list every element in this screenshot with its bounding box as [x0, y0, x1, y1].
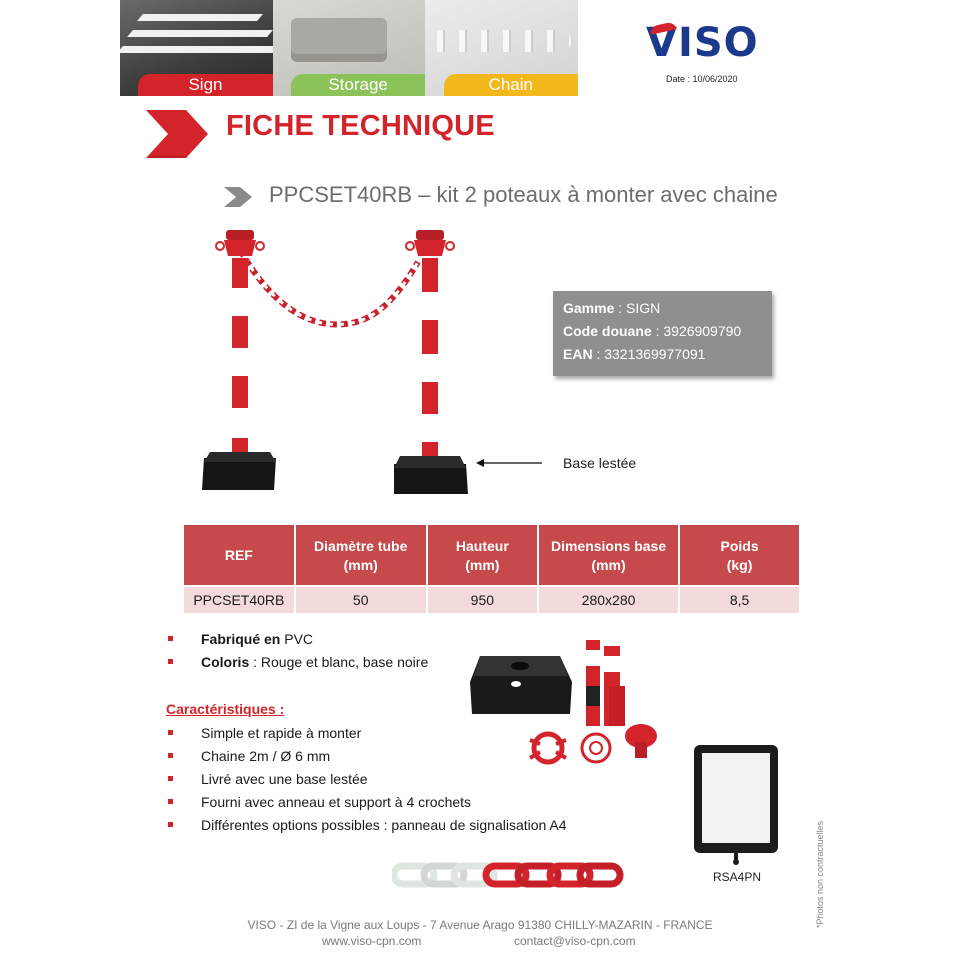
- header-ref: REF: [184, 525, 294, 585]
- features-list: Fabriqué en PVC Coloris : Rouge et blanc…: [166, 630, 428, 676]
- ean-row: EAN : 3321369977091: [563, 346, 706, 362]
- list-item: Livré avec une base lestée: [166, 770, 567, 793]
- arrow-left-icon: [476, 459, 542, 467]
- list-item: Chaine 2m / Ø 6 mm: [166, 747, 567, 770]
- specification-table: REF Diamètre tube(mm) Hauteur(mm) Dimens…: [182, 525, 801, 613]
- page-title: FICHE TECHNIQUE: [226, 110, 495, 142]
- list-item: Fourni avec anneau et support à 4 croche…: [166, 793, 567, 816]
- list-item: Différentes options possibles : panneau …: [166, 816, 567, 839]
- caracteristiques-list: Simple et rapide à monter Chaine 2m / Ø …: [166, 724, 567, 839]
- product-info-box: Gamme : SIGN Code douane : 3926909790 EA…: [553, 291, 772, 376]
- caracteristiques-heading: Caractéristiques :: [166, 701, 285, 717]
- rsa4pn-label: RSA4PN: [713, 870, 762, 884]
- footer-address: VISO - ZI de la Vigne aux Loups - 7 Aven…: [247, 918, 713, 932]
- chain-links-image: [392, 862, 624, 888]
- header-poids: Poids(kg): [680, 525, 799, 585]
- cell-diametre: 50: [295, 585, 426, 613]
- banner-label-storage: Storage: [290, 74, 426, 96]
- photo-disclaimer: *Photos non contractuelles: [815, 820, 825, 928]
- footer-email-link[interactable]: contact@viso-cpn.com: [514, 934, 636, 948]
- list-item: Coloris : Rouge et blanc, base noire: [166, 653, 428, 676]
- kit-parts-image: [470, 640, 657, 765]
- viso-logo: VISO: [646, 21, 776, 64]
- product-subtitle: PPCSET40RB – kit 2 poteaux à monter avec…: [269, 182, 778, 207]
- storage-case-image: [290, 18, 387, 62]
- base-lestee-label: Base lestée: [563, 455, 637, 471]
- banner-label-chain: Chain: [443, 74, 578, 96]
- table-row: PPCSET40RB 50 950 280x280 8,5: [184, 585, 799, 613]
- cell-hauteur: 950: [427, 585, 537, 613]
- grey-chevron-icon: [224, 187, 252, 207]
- road-stripe: [120, 46, 273, 53]
- chain-image: [431, 30, 572, 52]
- a4-sign-panel-image: [694, 745, 778, 865]
- customs-code-row: Code douane : 3926909790: [563, 323, 742, 339]
- banner-label-sign: Sign: [138, 74, 273, 96]
- cell-ref: PPCSET40RB: [184, 585, 294, 613]
- cell-dimensions: 280x280: [538, 585, 679, 613]
- header-hauteur: Hauteur(mm): [427, 525, 537, 585]
- header-diametre: Diamètre tube(mm): [295, 525, 426, 585]
- table-header-row: REF Diamètre tube(mm) Hauteur(mm) Dimens…: [184, 525, 799, 585]
- banner-panel-sign: Sign: [120, 0, 273, 96]
- road-stripe: [127, 30, 273, 37]
- footer-website-link[interactable]: www.viso-cpn.com: [322, 934, 422, 948]
- road-stripe: [137, 14, 263, 21]
- banner-panel-chain: Chain: [425, 0, 578, 96]
- product-image: [202, 230, 468, 494]
- banner-panel-storage: Storage: [272, 0, 426, 96]
- list-item: Fabriqué en PVC: [166, 630, 428, 653]
- cell-poids: 8,5: [680, 585, 799, 613]
- list-item: Simple et rapide à monter: [166, 724, 567, 747]
- document-date: Date : 10/06/2020: [666, 74, 738, 84]
- category-banner: Sign Storage Chain: [120, 0, 578, 96]
- left-post: [202, 230, 276, 490]
- red-chevron-icon: [146, 110, 208, 158]
- gamme-row: Gamme : SIGN: [563, 300, 661, 316]
- header-dimensions: Dimensions base(mm): [538, 525, 679, 585]
- right-post: [394, 230, 468, 494]
